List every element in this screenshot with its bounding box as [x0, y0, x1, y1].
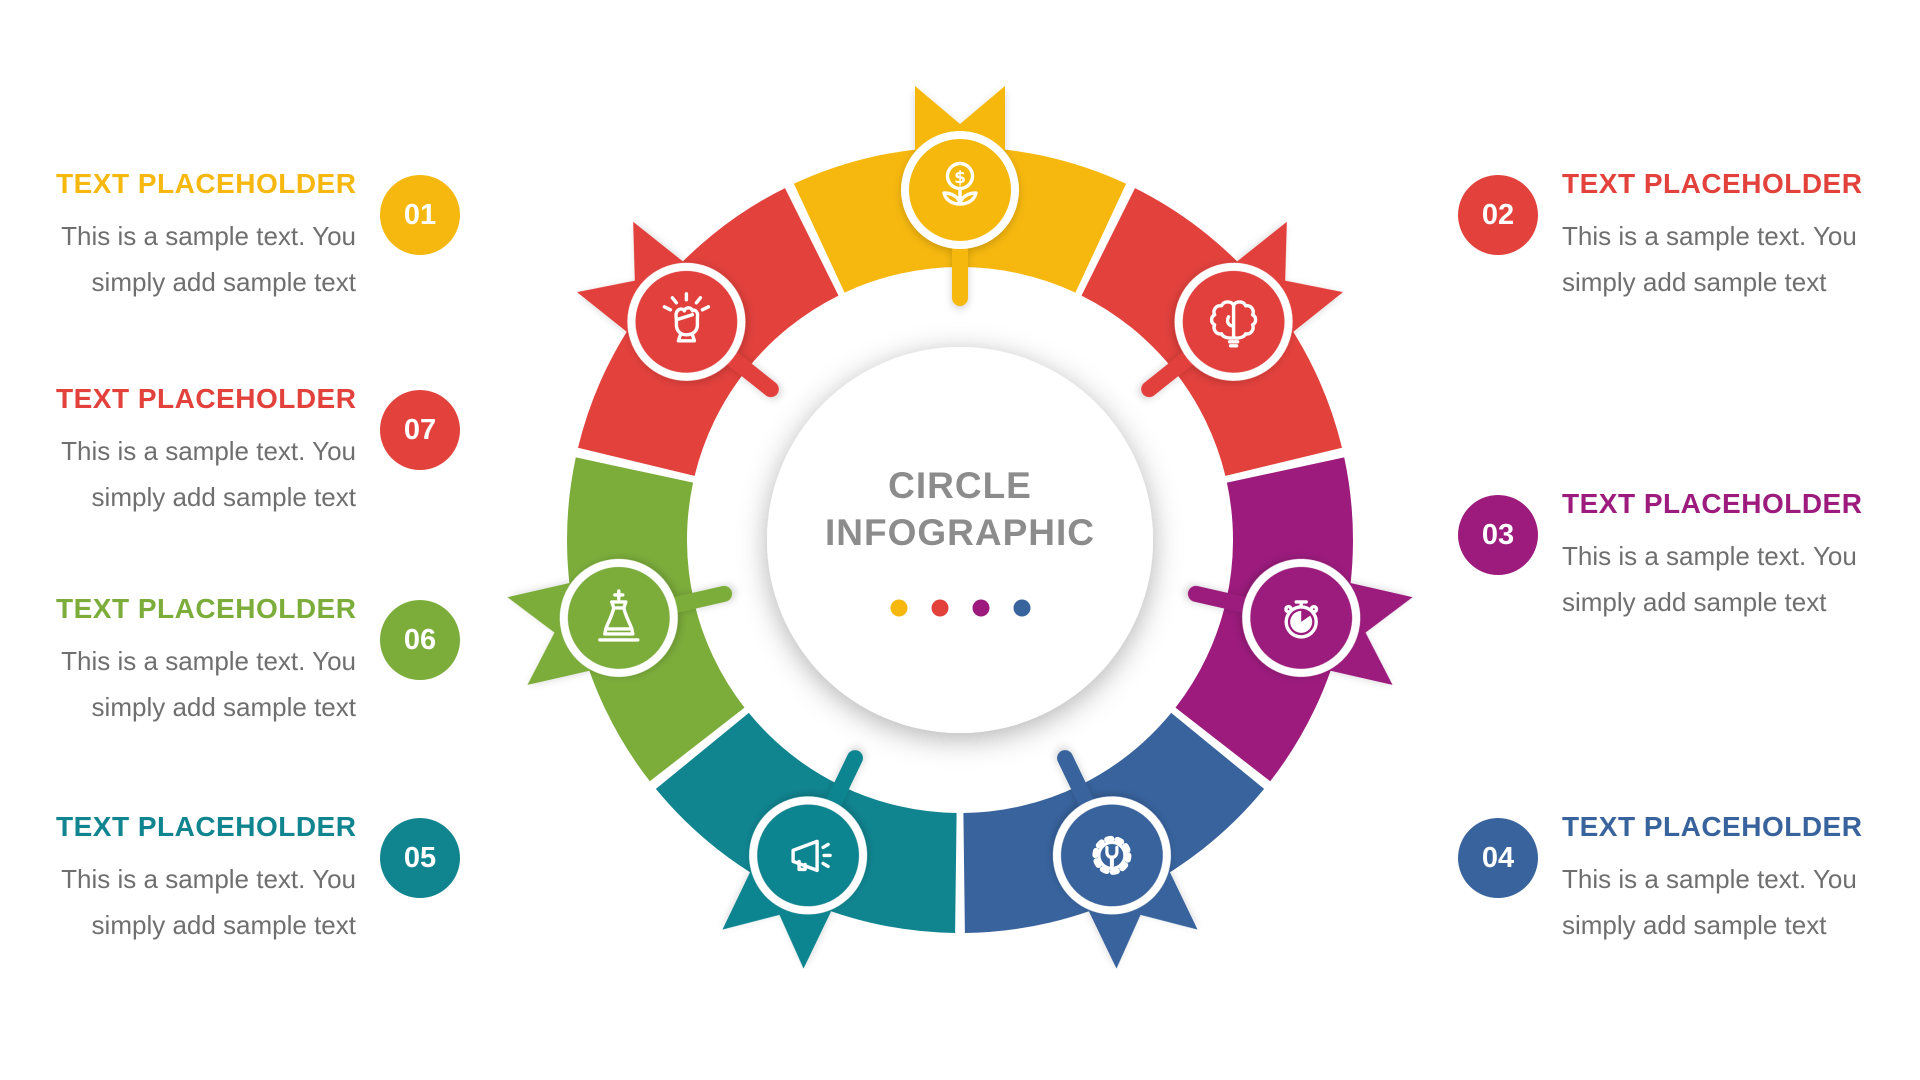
- number-badge-03: 03: [1458, 495, 1538, 575]
- bubble-icons: $: [598, 161, 1319, 875]
- item-title: TEXT PLACEHOLDER: [56, 383, 357, 414]
- item-block-02: 02 TEXT PLACEHOLDER This is a sample tex…: [1458, 168, 1862, 305]
- item-title: TEXT PLACEHOLDER: [1562, 811, 1863, 842]
- item-block-05: TEXT PLACEHOLDER This is a sample text. …: [56, 811, 460, 948]
- money-growth-icon: $: [942, 161, 978, 206]
- item-body-line2: simply add sample text: [91, 910, 356, 940]
- stopwatch-icon: [1284, 600, 1319, 639]
- bubble-05: [722, 750, 868, 969]
- item-title: TEXT PLACEHOLDER: [56, 811, 357, 842]
- item-body-line1: This is a sample text. You: [61, 864, 356, 894]
- svg-text:$: $: [954, 168, 966, 188]
- item-title: TEXT PLACEHOLDER: [1562, 488, 1863, 519]
- center-title-line1: CIRCLE: [888, 465, 1032, 506]
- item-block-06: TEXT PLACEHOLDER This is a sample text. …: [56, 593, 460, 730]
- fist-icon: [662, 292, 711, 343]
- bubble-06: [507, 558, 733, 685]
- dot-yellow: [890, 599, 908, 617]
- brain-icon: [1209, 300, 1258, 348]
- item-body-line1: This is a sample text. You: [61, 646, 356, 676]
- item-title: TEXT PLACEHOLDER: [56, 593, 357, 624]
- item-body: This is a sample text. You simply add sa…: [1562, 213, 1862, 305]
- item-block-03: 03 TEXT PLACEHOLDER This is a sample tex…: [1458, 488, 1862, 625]
- item-body-line2: simply add sample text: [1562, 587, 1827, 617]
- item-title: TEXT PLACEHOLDER: [1562, 168, 1863, 199]
- item-body-line2: simply add sample text: [91, 482, 356, 512]
- number-badge-07: 07: [380, 390, 460, 470]
- item-body-line2: simply add sample text: [1562, 267, 1827, 297]
- bubble-07: [577, 221, 779, 398]
- megaphone-icon: [791, 839, 832, 873]
- item-body: This is a sample text. You simply add sa…: [1562, 856, 1862, 948]
- number-badge-06: 06: [380, 600, 460, 680]
- chess-piece-icon: [598, 589, 640, 642]
- center-title: CIRCLE INFOGRAPHIC: [760, 462, 1160, 556]
- center-circle: [767, 347, 1153, 733]
- item-body-line2: simply add sample text: [91, 267, 356, 297]
- gear-wrench-icon: [1092, 835, 1132, 875]
- item-body-line1: This is a sample text. You: [61, 436, 356, 466]
- center-title-line2: INFOGRAPHIC: [825, 512, 1095, 553]
- number-badge-02: 02: [1458, 175, 1538, 255]
- dot-blue: [1013, 599, 1031, 617]
- item-body-line1: This is a sample text. You: [1562, 221, 1857, 251]
- item-body: This is a sample text. You simply add sa…: [56, 856, 356, 948]
- item-block-01: TEXT PLACEHOLDER This is a sample text. …: [56, 168, 460, 305]
- dot-red: [931, 599, 949, 617]
- item-body-line1: This is a sample text. You: [1562, 864, 1857, 894]
- item-body-line2: simply add sample text: [91, 692, 356, 722]
- item-block-04: 04 TEXT PLACEHOLDER This is a sample tex…: [1458, 811, 1862, 948]
- item-body: This is a sample text. You simply add sa…: [56, 213, 356, 305]
- item-body: This is a sample text. You simply add sa…: [1562, 533, 1862, 625]
- item-block-07: TEXT PLACEHOLDER This is a sample text. …: [56, 383, 460, 520]
- number-badge-05: 05: [380, 818, 460, 898]
- number-badge-01: 01: [380, 175, 460, 255]
- item-body: This is a sample text. You simply add sa…: [56, 428, 356, 520]
- dot-purple: [972, 599, 990, 617]
- center-dots: [890, 599, 1031, 617]
- item-body-line1: This is a sample text. You: [1562, 541, 1857, 571]
- item-title: TEXT PLACEHOLDER: [56, 168, 357, 199]
- item-body: This is a sample text. You simply add sa…: [56, 638, 356, 730]
- item-body-line1: This is a sample text. You: [61, 221, 356, 251]
- number-badge-04: 04: [1458, 818, 1538, 898]
- item-body-line2: simply add sample text: [1562, 910, 1827, 940]
